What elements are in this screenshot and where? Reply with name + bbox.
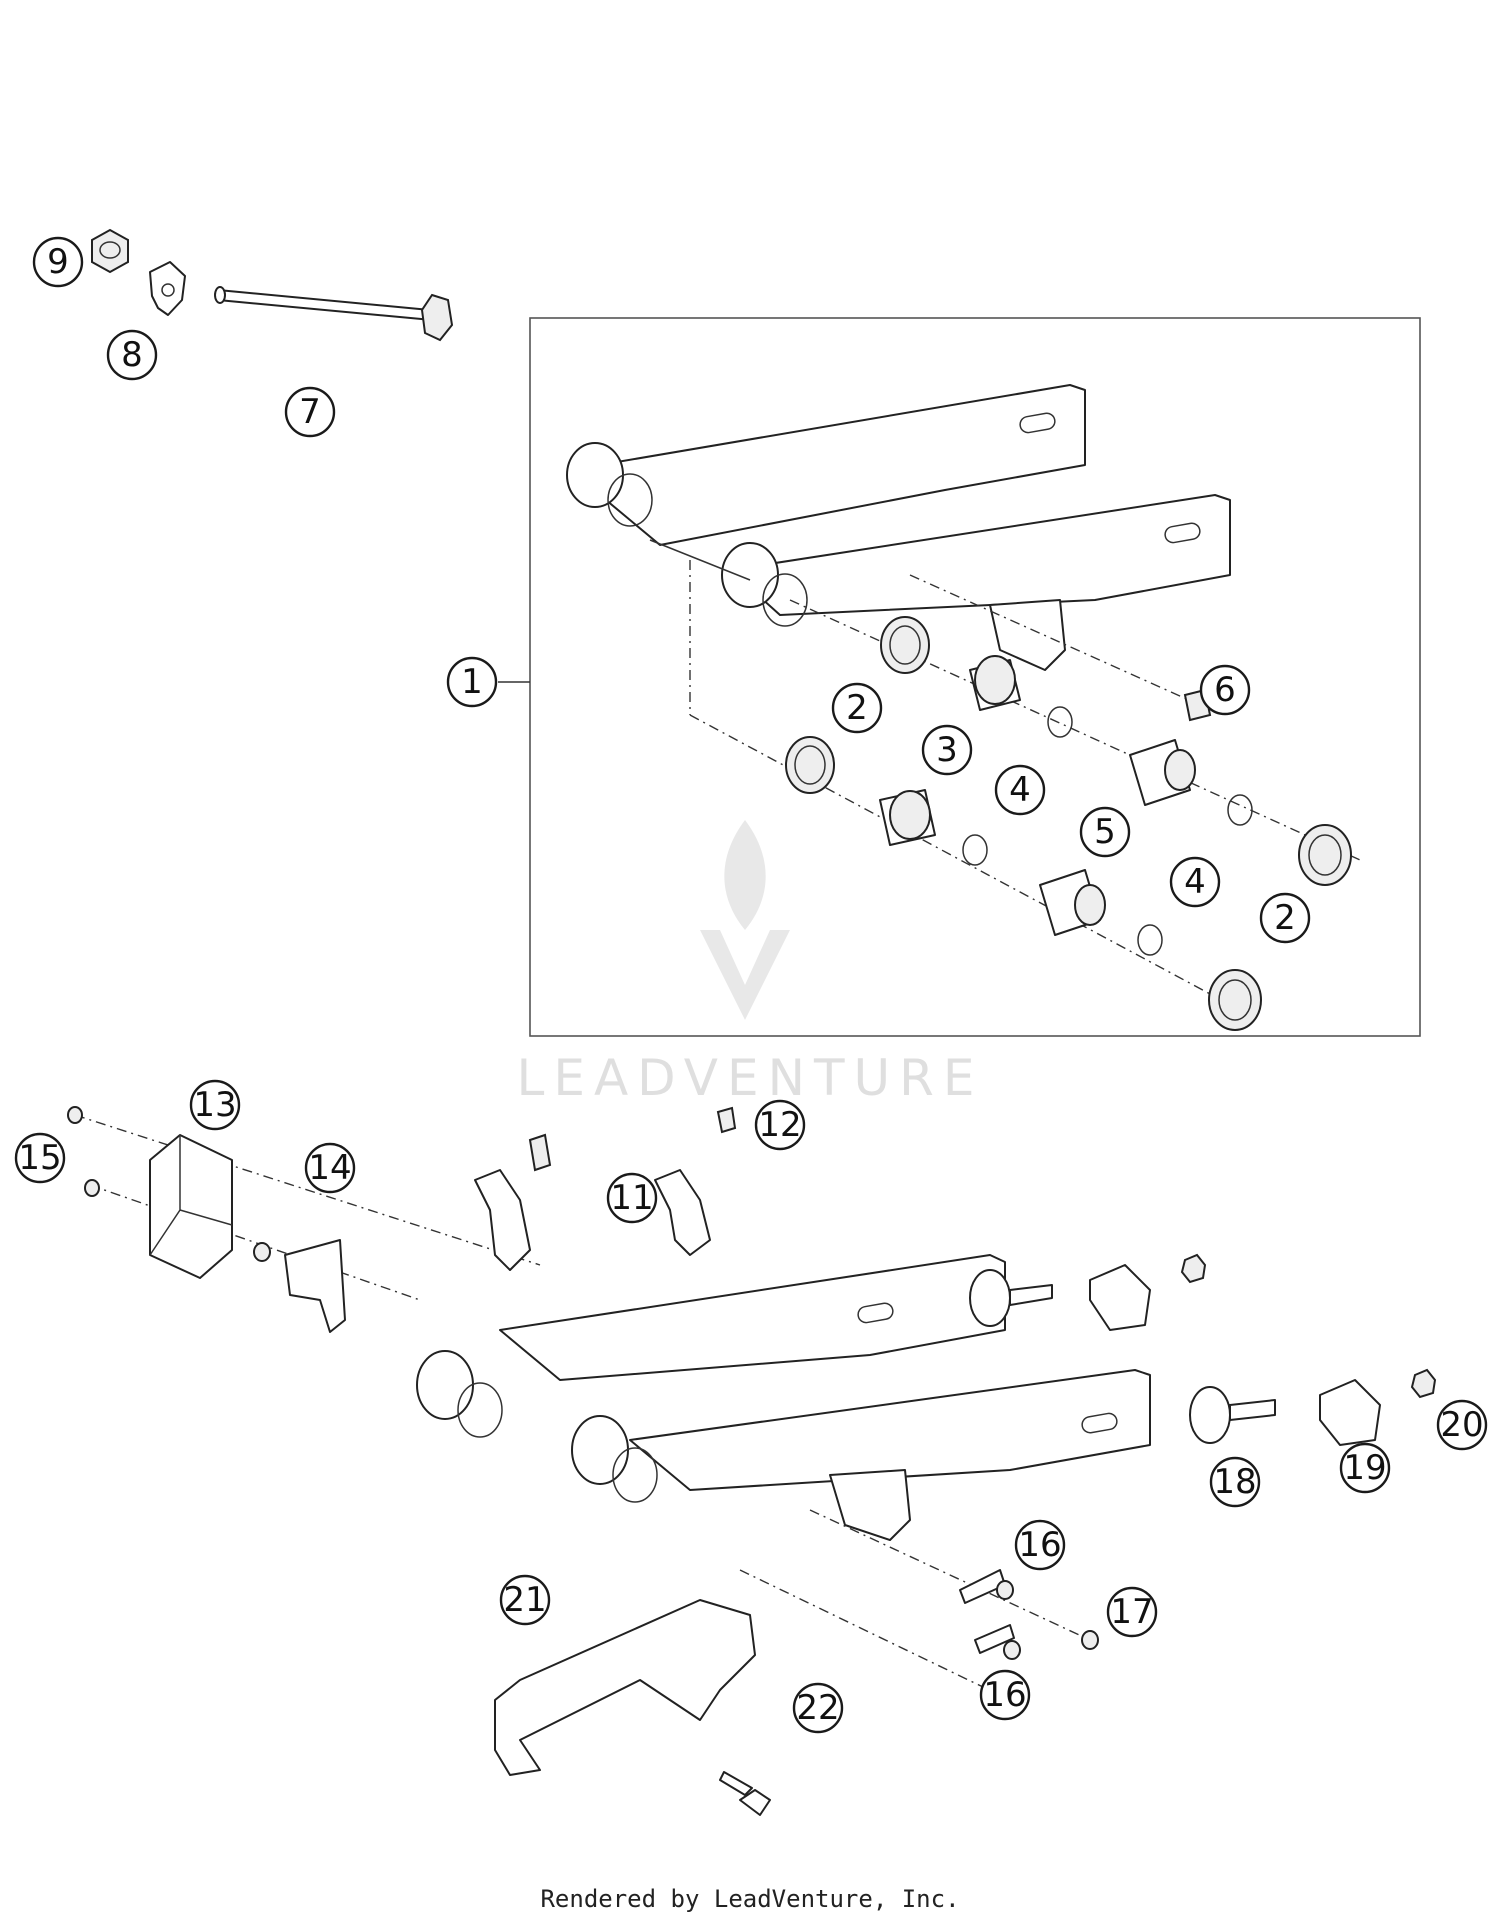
svg-text:4: 4 <box>1184 862 1206 902</box>
callout-4-a: 4 <box>994 764 1046 816</box>
callout-7: 7 <box>284 386 336 438</box>
watermark-text: LEADVENTURE <box>517 1049 984 1107</box>
svg-text:2: 2 <box>846 688 868 728</box>
callout-13: 13 <box>189 1079 241 1131</box>
swingarm-assembly-image <box>67 1106 1437 1816</box>
bearing-row-lower <box>785 736 1262 1031</box>
svg-text:18: 18 <box>1213 1462 1256 1502</box>
svg-text:14: 14 <box>308 1148 351 1188</box>
callout-16-b: 16 <box>979 1669 1031 1721</box>
callout-1: 1 <box>446 656 498 708</box>
callout-2-a: 2 <box>831 682 883 734</box>
plate-part-8 <box>149 261 186 316</box>
callout-16-a: 16 <box>1014 1519 1066 1571</box>
callout-11: 11 <box>606 1172 658 1224</box>
callout-4-b: 4 <box>1169 856 1221 908</box>
svg-text:7: 7 <box>299 392 321 432</box>
svg-text:15: 15 <box>18 1138 61 1178</box>
callout-5: 5 <box>1079 806 1131 858</box>
svg-text:11: 11 <box>610 1178 653 1218</box>
callout-18: 18 <box>1209 1456 1261 1508</box>
callout-12: 12 <box>754 1099 806 1151</box>
callout-21: 21 <box>499 1574 551 1626</box>
svg-text:9: 9 <box>47 242 69 282</box>
callout-3: 3 <box>921 724 973 776</box>
callout-20: 20 <box>1436 1399 1488 1451</box>
svg-text:12: 12 <box>758 1105 801 1145</box>
svg-text:22: 22 <box>796 1688 839 1728</box>
swingarm-kit-image <box>566 384 1231 671</box>
callout-8: 8 <box>106 329 158 381</box>
svg-text:19: 19 <box>1343 1448 1386 1488</box>
nut-part-9 <box>91 228 129 274</box>
swingarm-pivot-bolt-7 <box>214 286 454 342</box>
callout-9: 9 <box>32 236 84 288</box>
svg-text:16: 16 <box>983 1675 1026 1715</box>
leadventure-watermark: LEADVENTURE <box>517 820 984 1107</box>
svg-text:6: 6 <box>1214 670 1236 710</box>
svg-text:3: 3 <box>936 730 958 770</box>
callout-14: 14 <box>304 1142 356 1194</box>
callout-22: 22 <box>792 1682 844 1734</box>
bearing-row-upper <box>880 616 1352 886</box>
svg-text:13: 13 <box>193 1085 236 1125</box>
callout-6: 6 <box>1199 664 1251 716</box>
footer-credit: Rendered by LeadVenture, Inc. <box>540 1885 960 1913</box>
svg-text:8: 8 <box>121 335 143 375</box>
callout-15: 15 <box>14 1132 66 1184</box>
swingarm-kit-frame <box>529 317 1421 1037</box>
callout-19: 19 <box>1339 1442 1391 1494</box>
svg-text:1: 1 <box>461 662 483 702</box>
callout-2-b: 2 <box>1259 892 1311 944</box>
svg-text:20: 20 <box>1440 1405 1483 1445</box>
svg-text:21: 21 <box>503 1580 546 1620</box>
svg-text:2: 2 <box>1274 898 1296 938</box>
svg-text:17: 17 <box>1110 1592 1153 1632</box>
callout-17: 17 <box>1106 1586 1158 1638</box>
svg-text:5: 5 <box>1094 812 1116 852</box>
svg-text:4: 4 <box>1009 770 1031 810</box>
svg-text:16: 16 <box>1018 1525 1061 1565</box>
